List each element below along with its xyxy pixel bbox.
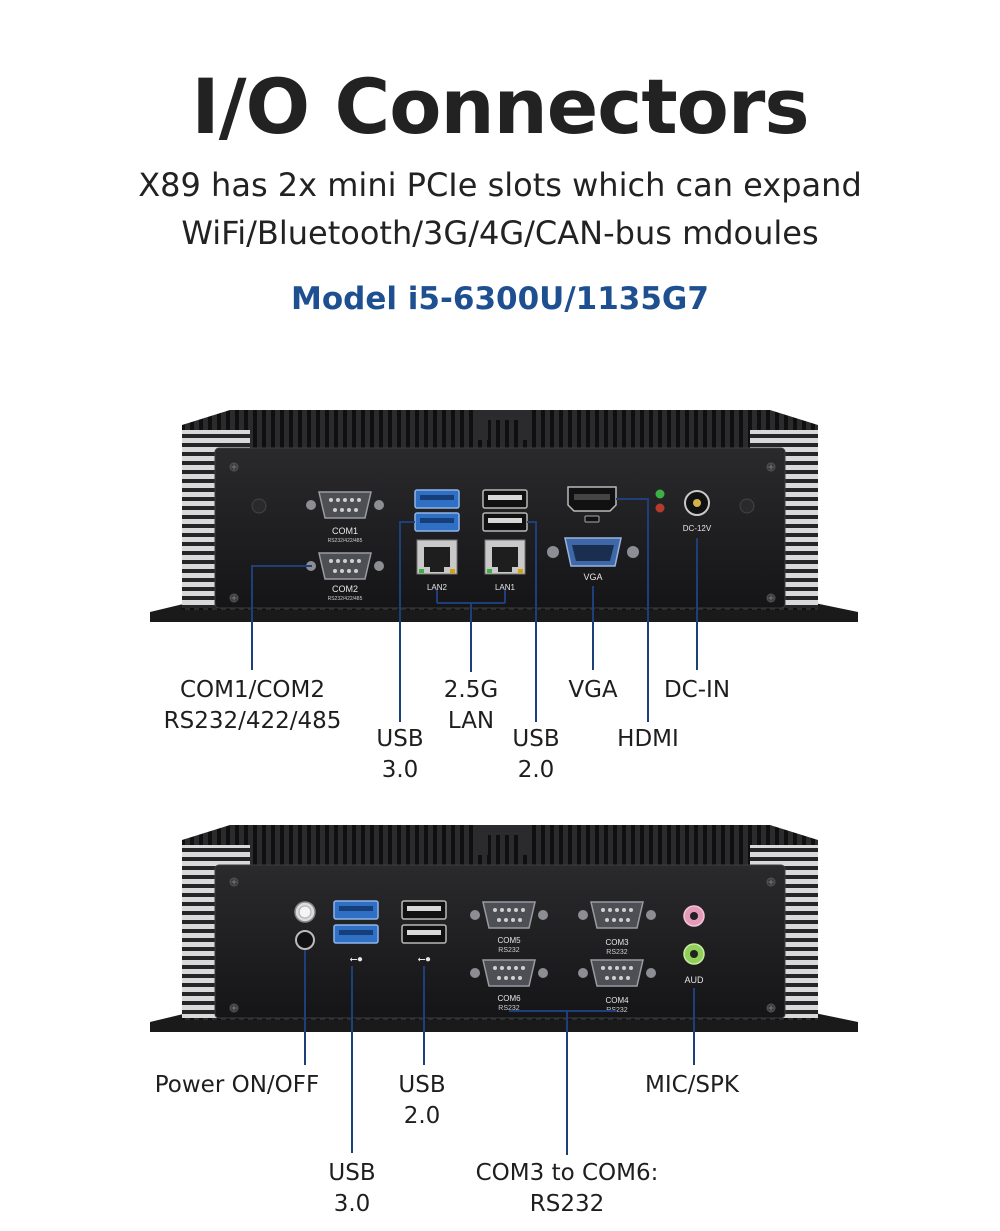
usb2-symbol-icon: ⭠⦁ bbox=[418, 954, 431, 965]
page-title: I/O Connectors bbox=[191, 62, 809, 151]
callout-com-rear-line1: COM3 to COM6: bbox=[475, 1160, 659, 1186]
usb2-port-top bbox=[482, 489, 528, 509]
callout-lan: 2.5G LAN bbox=[436, 675, 506, 737]
power-switch-ring bbox=[295, 930, 315, 950]
usb3-symbol-icon: ⭠⦁ bbox=[350, 954, 363, 965]
callout-vga: VGA bbox=[568, 677, 618, 703]
com4-sublabel: RS232 bbox=[606, 1007, 628, 1014]
com2-sublabel: RS232/422/485 bbox=[328, 596, 363, 602]
callout-com3-com6: COM3 to COM6: RS232 bbox=[447, 1158, 687, 1220]
com5-label: COM5 bbox=[497, 936, 521, 945]
mic-jack bbox=[683, 905, 705, 927]
callout-mic-spk: MIC/SPK bbox=[645, 1072, 739, 1098]
callout-usb2-rear-line1: USB bbox=[398, 1072, 446, 1098]
hdd-led-icon bbox=[655, 503, 665, 513]
callout-usb3-rear-line2: 3.0 bbox=[333, 1191, 371, 1217]
com6-sublabel: RS232 bbox=[498, 1005, 520, 1012]
dc-port-label: DC-12V bbox=[683, 524, 712, 533]
callout-usb3-rear-line1: USB bbox=[328, 1160, 376, 1186]
callout-usb3-line2: 3.0 bbox=[381, 757, 419, 783]
callout-com-line1: COM1/COM2 bbox=[179, 677, 326, 703]
callout-usb3-rear: USB 3.0 bbox=[317, 1158, 387, 1220]
subtitle-line-1: X89 has 2x mini PCIe slots which can exp… bbox=[138, 166, 862, 204]
hdmi-port bbox=[567, 486, 617, 512]
vga-port-label: VGA bbox=[583, 572, 602, 582]
usb3-port-top bbox=[414, 489, 460, 509]
callout-usb2-rear-line2: 2.0 bbox=[403, 1103, 441, 1129]
usb2-port-bottom-rear bbox=[401, 924, 447, 944]
com6-label: COM6 bbox=[497, 994, 521, 1003]
callout-usb3: USB 3.0 bbox=[365, 724, 435, 786]
usb2-port-top-rear bbox=[401, 900, 447, 920]
callout-com-line2: RS232/422/485 bbox=[163, 708, 342, 734]
power-button bbox=[294, 901, 316, 923]
callout-usb2-line2: 2.0 bbox=[517, 757, 555, 783]
panel1-callout-lines bbox=[251, 498, 698, 722]
com5-sublabel: RS232 bbox=[498, 947, 520, 954]
callout-lan-line2: LAN bbox=[447, 708, 495, 734]
com3-sublabel: RS232 bbox=[606, 949, 628, 956]
model-heading: Model i5-6300U/1135G7 bbox=[291, 281, 709, 317]
callout-com1-com2: COM1/COM2 RS232/422/485 bbox=[140, 675, 365, 737]
subtitle-line-2: WiFi/Bluetooth/3G/4G/CAN-bus mdoules bbox=[181, 214, 819, 252]
callout-usb2: USB 2.0 bbox=[501, 724, 571, 786]
com4-label: COM4 bbox=[605, 996, 629, 1005]
usb3-port-bottom-rear bbox=[333, 924, 379, 944]
mini-hdmi-port bbox=[584, 515, 600, 523]
lan1-label: LAN1 bbox=[495, 583, 516, 592]
com1-sublabel: RS232/422/485 bbox=[328, 538, 363, 544]
lan1-port bbox=[484, 539, 526, 575]
callout-usb3-line1: USB bbox=[376, 726, 424, 752]
dc-jack bbox=[684, 490, 710, 516]
panel2-callout-lines bbox=[304, 950, 695, 1155]
power-led-icon bbox=[655, 489, 665, 499]
lan2-port bbox=[416, 539, 458, 575]
com3-label: COM3 bbox=[605, 938, 629, 947]
com1-label: COM1 bbox=[332, 526, 358, 536]
callout-hdmi: HDMI bbox=[617, 726, 679, 752]
aud-label: AUD bbox=[684, 975, 704, 985]
callout-usb2-rear: USB 2.0 bbox=[387, 1070, 457, 1132]
callout-lan-line1: 2.5G bbox=[443, 677, 499, 703]
usb3-port-top-rear bbox=[333, 900, 379, 920]
usb2-port-bottom bbox=[482, 512, 528, 532]
lan2-label: LAN2 bbox=[427, 583, 448, 592]
callout-usb2-line1: USB bbox=[512, 726, 560, 752]
vga-port bbox=[547, 537, 639, 567]
callout-com-rear-line2: RS232 bbox=[529, 1191, 605, 1217]
speaker-jack bbox=[683, 943, 705, 965]
com2-label: COM2 bbox=[332, 584, 358, 594]
usb3-port-bottom bbox=[414, 512, 460, 532]
callout-dc-in: DC-IN bbox=[663, 677, 731, 703]
callout-power: Power ON/OFF bbox=[154, 1072, 320, 1098]
